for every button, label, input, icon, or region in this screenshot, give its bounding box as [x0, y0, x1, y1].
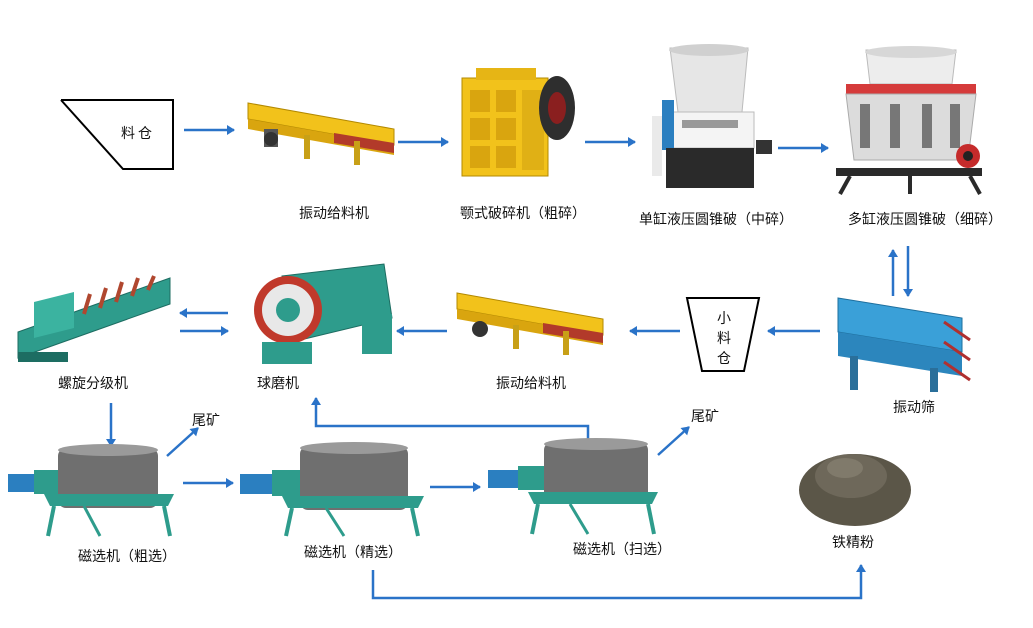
- iron-powder-icon: [799, 454, 911, 526]
- single-cone-label: 单缸液压圆锥破（中碎）: [639, 212, 793, 228]
- feeder-icon-2: [456, 292, 604, 355]
- feeder1-label: 振动给料机: [299, 206, 369, 222]
- arrow-clean-to-concentrate: [371, 564, 866, 600]
- classifier-label: 螺旋分级机: [58, 376, 128, 392]
- mag-rough-label: 磁选机（粗选）: [78, 549, 176, 565]
- magnetic-separator-icon-clean: [240, 442, 424, 537]
- material-bin: [60, 99, 174, 170]
- small-bin: [685, 297, 761, 372]
- jaw-crusher-label: 颚式破碎机（粗碎）: [460, 206, 586, 222]
- vibrating-screen-label: 振动筛: [893, 400, 935, 416]
- mag-scav-label: 磁选机（扫选）: [573, 542, 671, 558]
- small-bin-char-1: 小: [717, 311, 731, 327]
- arrow-scav-to-mill: [311, 397, 590, 440]
- mag-clean-label: 磁选机（精选）: [304, 545, 402, 561]
- vibrating-screen-icon: [837, 297, 971, 392]
- spiral-classifier-icon: [17, 275, 171, 362]
- tailings-left-label: 尾矿: [192, 413, 220, 429]
- small-bin-char-3: 仓: [717, 351, 731, 367]
- magnetic-separator-icon-scav: [488, 438, 658, 535]
- ball-mill-label: 球磨机: [257, 376, 299, 392]
- magnetic-separator-icon-rough: [8, 444, 174, 537]
- arrow-rough-tailings: [166, 427, 199, 457]
- feeder-icon: [247, 102, 395, 165]
- arrow-scav-tailings: [657, 426, 690, 456]
- ball-mill-icon: [254, 263, 393, 364]
- concentrate-label: 铁精粉: [832, 535, 874, 551]
- jaw-crusher-icon: [461, 68, 575, 177]
- feeder2-label: 振动给料机: [496, 376, 566, 392]
- multi-cone-crusher-icon: [836, 46, 982, 195]
- tailings-right-label: 尾矿: [691, 409, 719, 425]
- material-bin-label: 料仓: [121, 126, 155, 142]
- cone-crusher-icon: [652, 44, 772, 188]
- small-bin-char-2: 料: [717, 331, 731, 347]
- multi-cone-label: 多缸液压圆锥破（细碎）: [848, 212, 1002, 228]
